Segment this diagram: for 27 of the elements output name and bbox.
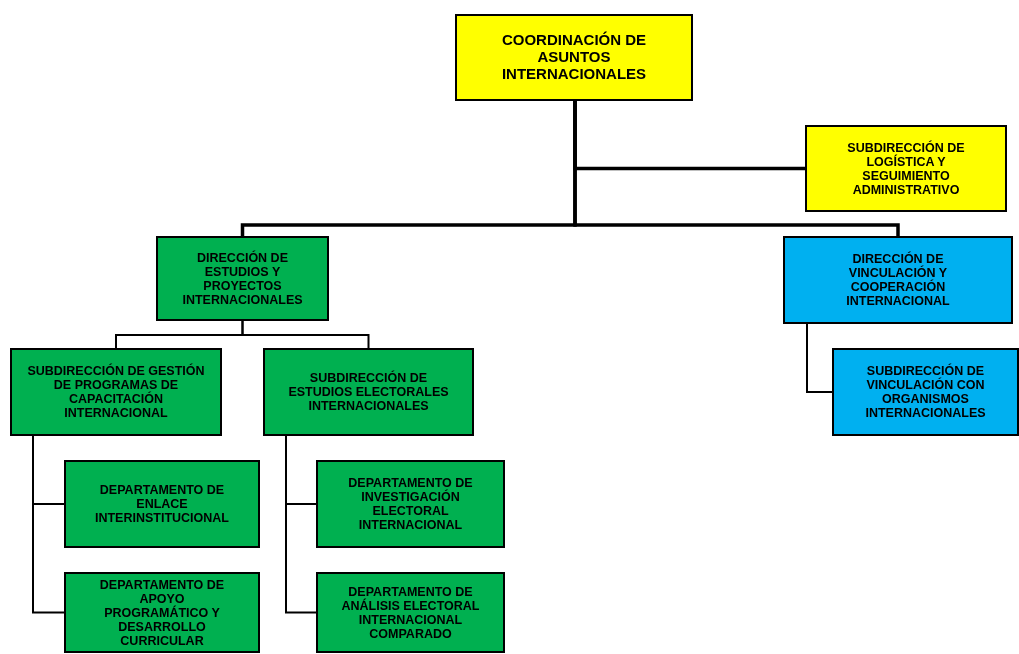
connector-line: [573, 101, 900, 236]
connector-line: [32, 435, 65, 614]
org-box: [316, 572, 505, 653]
org-box: [783, 236, 1013, 324]
unit-name: SUBDIRECCIÓN DE ESTUDIOS ELECTORALES INTERNACIONALES: [287, 371, 450, 413]
org-box: [10, 348, 222, 436]
unit-name: SUBDIRECCIÓN DE LOGÍSTICA Y SEGUIMIENTO ADMINISTRATIVO: [846, 140, 966, 197]
org-box: [455, 14, 693, 101]
org-box: [64, 572, 260, 653]
unit-name: SUBDIRECCIÓN DE VINCULACIÓN CON ORGANISMOS INTERNACIONALES: [864, 364, 987, 420]
org-box: [263, 348, 474, 436]
unit-name: SUBDIRECCIÓN DE GESTIÓN DE PROGRAMAS DE CAPACITACIÓN INTERNACIONAL: [26, 364, 206, 420]
connector-line: [806, 323, 833, 393]
unit-name: COORDINACIÓN DE ASUNTOS INTERNACIONALES: [500, 32, 648, 83]
unit-name: DIRECCIÓN DE ESTUDIOS Y PROYECTOS INTERNACIONALES: [181, 250, 304, 307]
unit-name: DEPARTAMENTO DE INVESTIGACIÓN ELECTORAL INTERNACIONAL: [347, 476, 474, 532]
unit-name: DEPARTAMENTO DE ANÁLISIS ELECTORAL INTERNACIONAL COMPARADO: [340, 584, 481, 641]
org-box: [316, 460, 505, 548]
unit-name: DIRECCIÓN DE VINCULACIÓN Y COOPERACIÓN INTERNACIONAL: [845, 252, 951, 308]
org-box: [156, 236, 329, 321]
unit-name: DEPARTAMENTO DE APOYO PROGRAMÁTICO Y DESARROLLO CURRICULAR: [98, 577, 226, 648]
org-box: [832, 348, 1019, 436]
unit-name: DEPARTAMENTO DE ENLACE INTERINSTITUCIONAL: [94, 483, 230, 525]
connector-line: [241, 320, 370, 349]
connector-line: [285, 435, 317, 614]
org-box: [64, 460, 260, 548]
org-box: [805, 125, 1007, 212]
